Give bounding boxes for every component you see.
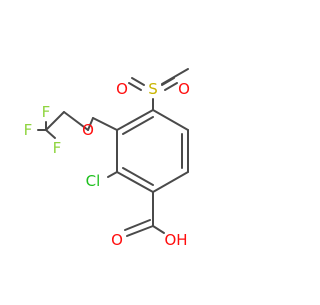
bond-c-f-bottom [45,129,56,139]
atom-fluorine-left: F [24,121,33,139]
bond-o-ch2 [63,111,89,131]
bond-ch2-cf3 [45,111,65,131]
bond-ring-c1-c2-inner [122,167,154,186]
bond-c2-cl [107,171,118,178]
atom-acid-hydroxyl: OH [164,231,187,249]
bond-ring-c3-c4-inner [122,116,154,135]
bond-c-oh [152,225,165,234]
molecule-diagram: S O O O Cl O OH F F F [24,68,190,249]
bond-s-o-left-b [128,82,142,91]
bond-s-o-left-a [131,77,145,86]
bond-c3-ch2 [92,117,118,131]
bond-c-o-double-b [124,219,151,231]
bond-ring-c1-c2 [116,171,154,193]
bond-s-o-right-b [164,82,178,91]
atom-sulfonyl-oxygen-left: O [116,80,128,98]
bond-ring-c4-c5 [152,109,189,131]
bond-s-o-right-a [161,77,175,86]
atom-fluorine-top: F [42,103,51,121]
atom-sulfur: S [148,80,158,98]
atom-sulfonyl-oxygen-right: O [178,80,190,98]
atom-fluorine-bottom: F [53,139,62,157]
bond-group [37,68,189,237]
atom-chlorine: Cl [86,172,101,190]
bond-ring-c6-c1 [152,171,189,193]
bond-ring-c3-c4 [116,109,154,131]
bond-ch2-o [87,117,94,131]
atom-acid-carbonyl-oxygen: O [111,231,123,249]
bond-c-o-double-a [126,225,154,237]
structure-svg: S O O O Cl O OH F F F [24,68,190,249]
atom-ether-oxygen: O [82,121,94,139]
